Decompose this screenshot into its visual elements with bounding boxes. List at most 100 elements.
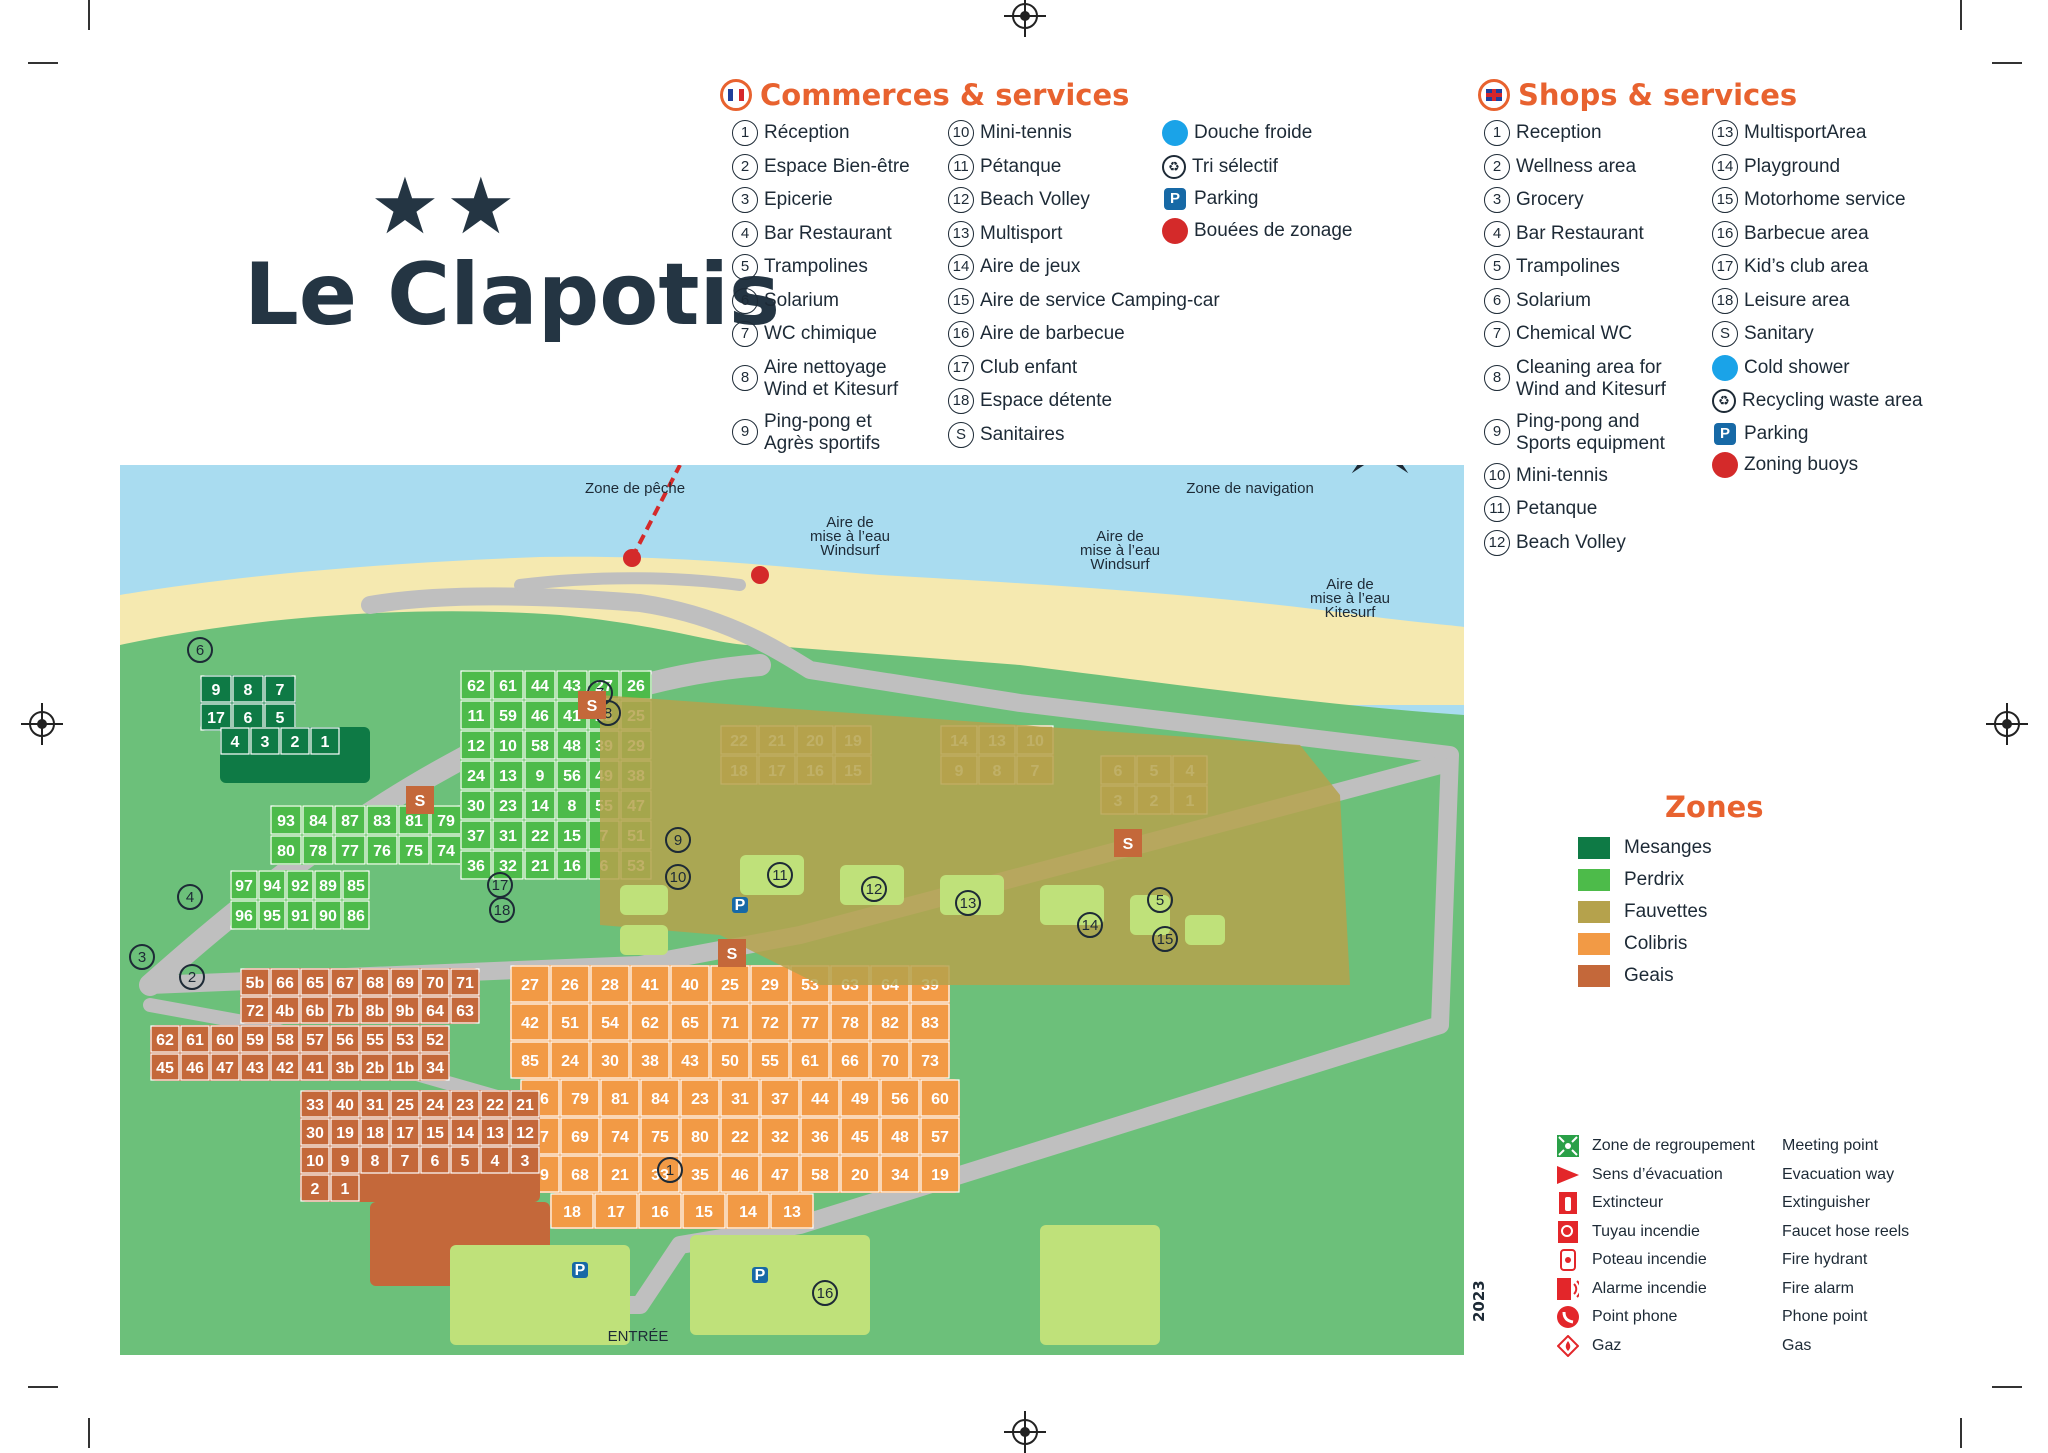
pitch-outline (550, 1003, 590, 1041)
kitesurf-launch-label: Kitesurf (1325, 604, 1377, 621)
legend-item: Zoning buoys (1712, 452, 1923, 478)
pitch-number: 60 (216, 1032, 234, 1049)
pitch-number: 22 (531, 828, 549, 845)
pitch-number: 35 (691, 1167, 709, 1184)
road-beach (514, 572, 746, 591)
legend-item-label: Sanitary (1744, 323, 1814, 344)
service-marker (179, 964, 205, 990)
pitch-number: 26 (561, 977, 579, 994)
pitch-number: 30 (601, 1053, 619, 1070)
pitch-number: 45 (851, 1129, 869, 1146)
pitch-number: 33 (306, 1097, 324, 1114)
pitch-outline (264, 675, 296, 703)
pitch-number: 32 (771, 1129, 789, 1146)
pitch-number: 95 (263, 908, 281, 925)
symbol-label-en: Fire hydrant (1782, 1251, 1868, 1269)
pitch-number: 24 (467, 768, 485, 785)
pitch-outline (840, 1155, 880, 1193)
pitch-outline (492, 790, 524, 820)
sports-field (1040, 885, 1104, 925)
legend-number-badge: 10 (948, 120, 974, 146)
pitch-number: 27 (595, 678, 613, 695)
sanitary-label: S (415, 793, 426, 810)
pitch-number: 48 (563, 738, 581, 755)
legend-number-badge: 4 (1484, 220, 1510, 247)
legend-number-badge: 2 (732, 153, 758, 180)
pitch-outline (840, 1117, 880, 1155)
legend-item-label: Bouées de zonage (1194, 219, 1353, 241)
legend-item-label: Aire de jeux (980, 256, 1081, 277)
legend-item-label: Kid’s club area (1744, 256, 1869, 277)
parking-marker (572, 1262, 588, 1278)
pitch-outline (760, 1117, 800, 1155)
pitch-outline (390, 996, 420, 1024)
legend-number-badge: 11 (948, 153, 974, 180)
pitch-number: 81 (405, 813, 423, 830)
pitch-outline (398, 835, 430, 865)
pitch-outline (390, 1053, 420, 1081)
pitch-outline (920, 1117, 960, 1155)
pitch-outline (510, 1090, 540, 1118)
legend-item-label: Aire nettoyage Wind et Kitesurf (764, 356, 899, 400)
pitch-number: 51 (561, 1015, 579, 1032)
legend-item-label: MultisportArea (1744, 122, 1867, 143)
pitch-outline (300, 996, 330, 1024)
pitch-outline (330, 1090, 360, 1118)
pitch-number: 17 (207, 710, 225, 727)
pitch-number: 64 (426, 1003, 444, 1020)
pitch-outline (230, 900, 258, 930)
pitch-outline (770, 1193, 814, 1229)
crop-mark (88, 0, 90, 30)
zone-swatch (1578, 901, 1610, 923)
pitch-outline (460, 820, 492, 850)
pitch-number: 10 (499, 738, 517, 755)
pitch-number: 72 (246, 1003, 264, 1020)
pitch-number: 32 (499, 858, 517, 875)
pitch-number: 47 (216, 1060, 234, 1077)
pitch-number: 70 (881, 1053, 899, 1070)
pitch-outline (460, 700, 492, 730)
pitch-outline (600, 1079, 640, 1117)
pitch-number: 78 (841, 1015, 859, 1032)
pitch-number: 37 (771, 1091, 789, 1108)
pitch-number: 86 (347, 908, 365, 925)
pitch-outline (334, 805, 366, 835)
legend-number-badge: 12 (1484, 529, 1510, 556)
pitch-outline (300, 1090, 330, 1118)
pitch-outline (150, 1053, 180, 1081)
pitch-number: 79 (571, 1091, 589, 1108)
service-marker (487, 872, 513, 898)
pitch-number: 56 (891, 1091, 909, 1108)
pitch-outline (800, 1079, 840, 1117)
pitch-outline (230, 870, 258, 900)
service-marker-number: 13 (960, 895, 977, 912)
service-marker (861, 876, 887, 902)
legend-item-label: Mini-tennis (1516, 464, 1608, 486)
gas-icon (1556, 1334, 1580, 1357)
pitch-outline (550, 1041, 590, 1079)
pitch-outline (550, 965, 590, 1003)
pitch-number: 43 (681, 1053, 699, 1070)
pitch-outline (670, 965, 710, 1003)
pitch-outline (420, 1053, 450, 1081)
pitch-outline (420, 968, 450, 996)
legend-number-badge: 9 (732, 418, 758, 445)
sanitary-block (578, 691, 606, 719)
zone-swatch (1578, 869, 1610, 891)
zone-label: Mesanges (1624, 837, 1712, 858)
legend-item-label: Barbecue area (1744, 222, 1869, 244)
service-marker (177, 884, 203, 910)
pitch-outline (450, 1118, 480, 1146)
parking-marker (732, 897, 748, 913)
